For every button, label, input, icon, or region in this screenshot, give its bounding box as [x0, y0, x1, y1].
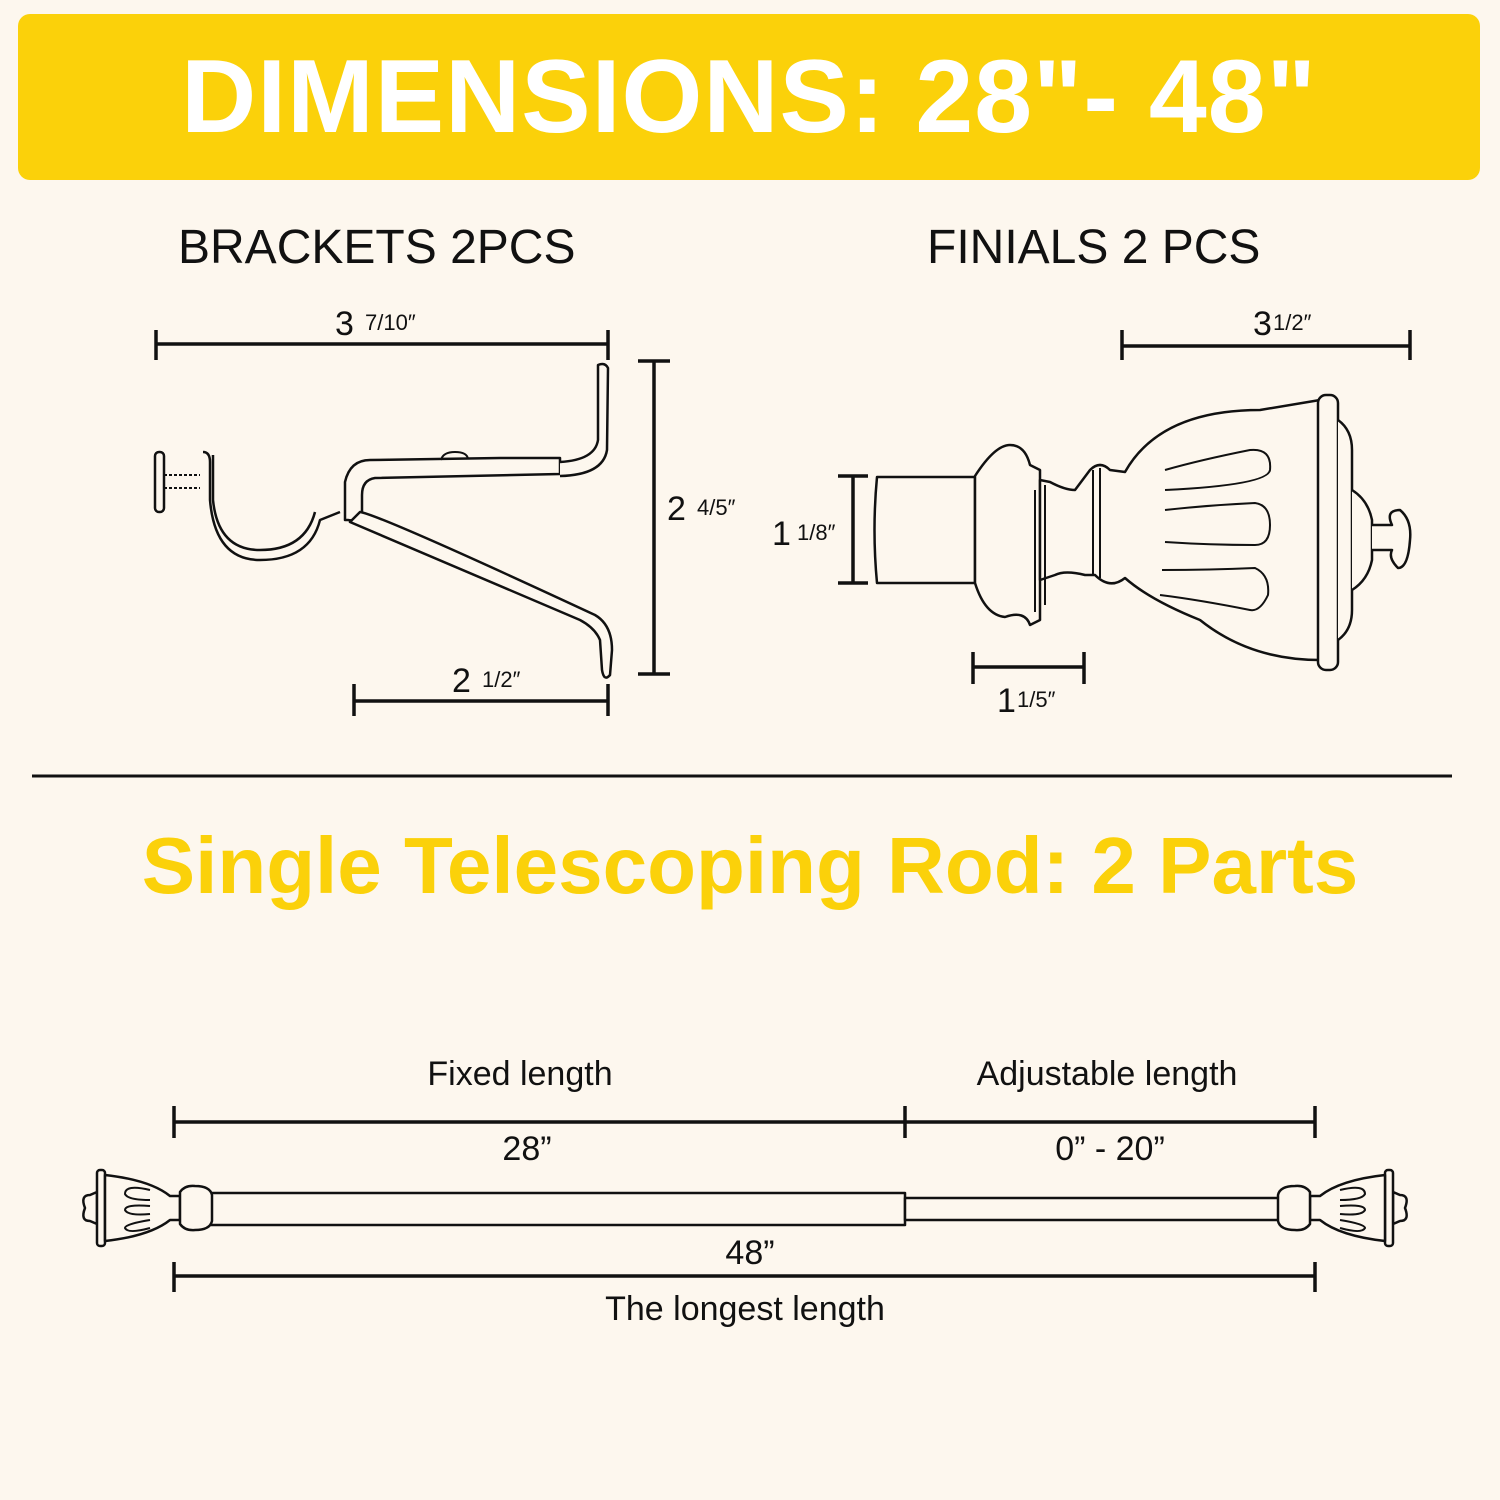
bracket-depth-fraction: 1/2″	[482, 667, 521, 692]
bracket-height-whole: 2	[667, 490, 686, 528]
rod-subtitle: Single Telescoping Rod: 2 Parts	[141, 821, 1359, 910]
rod-illustration	[82, 1168, 1408, 1248]
bracket-height-fraction: 4/5″	[697, 495, 736, 520]
bracket-width-fraction: 7/10″	[365, 310, 416, 335]
bracket-depth-whole: 2	[452, 662, 471, 700]
left-finial	[82, 1168, 214, 1248]
title-banner: DIMENSIONS: 28"- 48"	[18, 14, 1480, 180]
finial-socket-whole: 1	[997, 682, 1016, 720]
adjustable-length-label: Adjustable length	[977, 1055, 1238, 1093]
finial-diameter-fraction: 1/8″	[797, 520, 836, 545]
fixed-length-value: 28”	[502, 1130, 551, 1168]
total-length-dimension	[172, 1262, 1317, 1292]
finial-diameter-dimension: 1 1/8″	[772, 474, 868, 585]
adjustable-length-value: 0” - 20”	[1055, 1130, 1165, 1168]
finial-socket-dimension: 1 1/5″	[971, 652, 1086, 720]
bracket-depth-dimension: 2 1/2″	[352, 662, 610, 716]
finial-length-fraction: 1/2″	[1273, 310, 1312, 335]
finial-diameter-whole: 1	[772, 515, 791, 553]
finial-length-whole: 3	[1253, 305, 1272, 343]
finial-socket-fraction: 1/5″	[1017, 687, 1056, 712]
finials-heading: FINIALS 2 PCS	[927, 221, 1261, 274]
right-finial	[1276, 1168, 1408, 1248]
bracket-height-dimension: 2 4/5″	[638, 359, 736, 676]
bracket-width-whole: 3	[335, 305, 354, 343]
brackets-heading: BRACKETS 2PCS	[178, 221, 576, 274]
bracket-width-dimension: 3 7/10″	[154, 305, 610, 360]
rod-parts-dimension	[172, 1106, 1317, 1138]
bracket-illustration	[153, 362, 614, 679]
finial-illustration	[873, 393, 1412, 672]
banner-title: DIMENSIONS: 28"- 48"	[181, 38, 1317, 155]
finial-length-dimension: 3 1/2″	[1120, 305, 1412, 360]
total-length-value: 48”	[725, 1234, 774, 1272]
fixed-length-label: Fixed length	[427, 1055, 612, 1093]
total-length-label: The longest length	[605, 1290, 885, 1328]
